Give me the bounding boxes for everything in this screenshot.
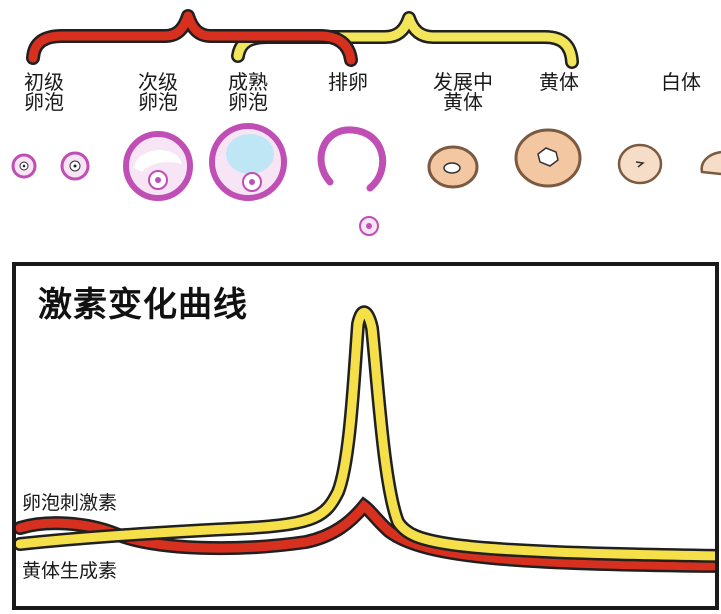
developing-luteum-illustration	[427, 145, 479, 189]
hormone-curves	[16, 305, 715, 573]
stage-label-luteum: 黄体	[539, 70, 579, 94]
stage-label-secondary: 次级 卵泡	[138, 70, 178, 114]
hormone-chart-panel: 激素变化曲线 卵泡刺激素 黄体生成素	[12, 262, 719, 610]
stage-label-mature: 成熟 卵泡	[228, 70, 268, 114]
lh-series-label: 黄体生成素	[22, 560, 118, 582]
stage-label-developing: 发展中 黄体	[433, 70, 493, 114]
phase-brackets	[26, 9, 579, 69]
chart-title: 激素变化曲线	[38, 285, 248, 325]
fsh-curve	[16, 308, 715, 561]
secondary-follicle-illustration	[123, 131, 193, 201]
stage-label-ovulation: 排卵	[328, 70, 368, 94]
stage-label-primary: 初级 卵泡	[24, 70, 64, 114]
stage-illustrations	[11, 123, 721, 236]
fsh-series-label: 卵泡刺激素	[22, 492, 118, 514]
primary-follicle-illustration	[11, 151, 90, 181]
stage-label-albicans: 白体	[661, 70, 701, 94]
ovulation-illustration	[317, 126, 387, 236]
mature-follicle-illustration	[209, 123, 287, 201]
corpus-luteum-illustration	[514, 128, 582, 188]
corpus-albicans-illustration	[617, 143, 721, 185]
